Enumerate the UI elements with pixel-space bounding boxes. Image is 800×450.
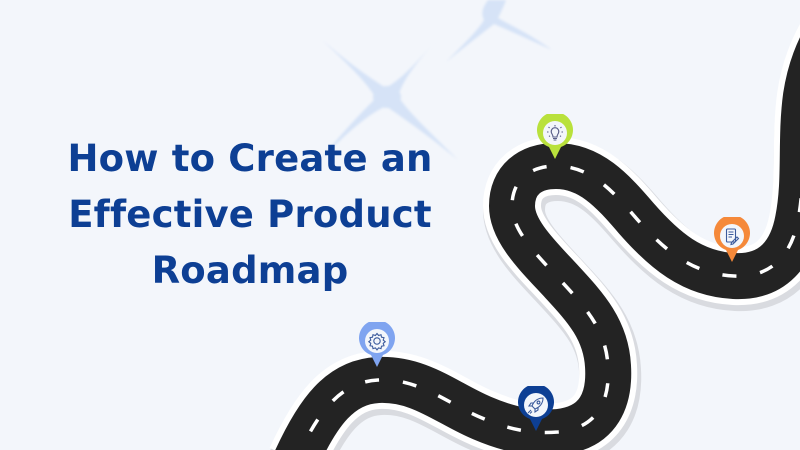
page-title: How to Create an Effective Product Roadm… — [20, 131, 480, 299]
title-line-3: Roadmap — [151, 249, 349, 292]
lightbulb-icon — [547, 125, 563, 141]
checklist-pencil-icon — [725, 228, 740, 246]
sparkle-icon — [446, 0, 552, 62]
title-line-2: Effective Product — [68, 193, 432, 236]
milestone-pin-lightbulb — [536, 114, 574, 160]
milestone-pin-gear — [358, 322, 396, 368]
milestone-pin-rocket — [517, 386, 555, 432]
sparkle-icon — [318, 36, 458, 162]
gear-icon — [367, 332, 387, 351]
milestone-pin-checklist — [713, 217, 751, 263]
rocket-icon — [527, 397, 544, 414]
title-line-1: How to Create an — [67, 137, 433, 180]
